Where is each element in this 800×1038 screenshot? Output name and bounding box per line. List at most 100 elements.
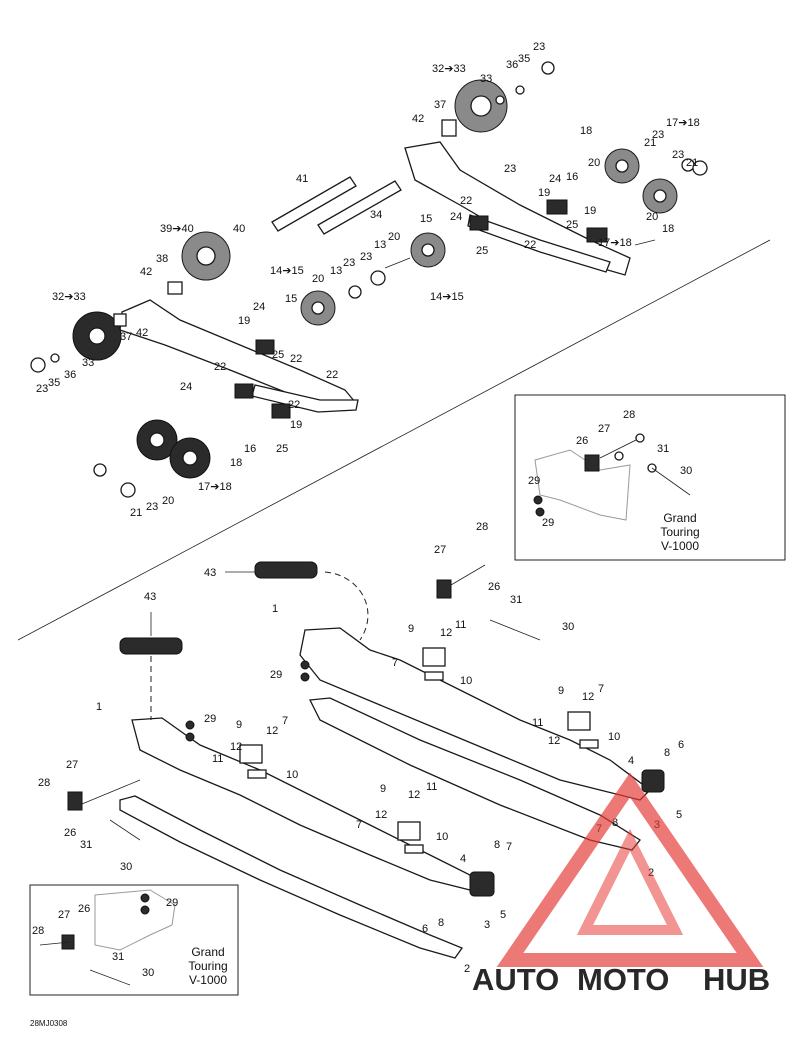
inset-grand-touring-bottom: 29 27 26 28 31 30 Grand Touring V-1000 bbox=[29, 884, 239, 996]
callout: 4 bbox=[460, 853, 466, 865]
callout: 29 bbox=[270, 669, 282, 681]
callout: 35 bbox=[518, 53, 530, 65]
callout: 17➔18 bbox=[598, 237, 632, 249]
callout: 26 bbox=[576, 435, 588, 447]
callout: 43 bbox=[144, 591, 156, 603]
callout: 4 bbox=[628, 755, 634, 767]
callout: 5 bbox=[676, 809, 682, 821]
callout: 22 bbox=[326, 369, 338, 381]
callout: 9 bbox=[408, 623, 414, 635]
callout: 42 bbox=[140, 266, 152, 278]
callout: 23 bbox=[36, 383, 48, 395]
callout: 38 bbox=[156, 253, 168, 265]
callout: 17➔18 bbox=[666, 117, 700, 129]
callout: 6 bbox=[422, 923, 428, 935]
callout: 10 bbox=[436, 831, 448, 843]
callout: 1 bbox=[272, 603, 278, 615]
callout: 34 bbox=[370, 209, 382, 221]
callout: 31 bbox=[80, 839, 92, 851]
callout: 18 bbox=[580, 125, 592, 137]
watermark-auto: AUTO bbox=[472, 962, 559, 997]
callout: 16 bbox=[244, 443, 256, 455]
watermark-moto: MOTO bbox=[577, 962, 669, 997]
callout: 31 bbox=[657, 443, 669, 455]
figure-code: 28MJ0308 bbox=[30, 1019, 68, 1028]
upper-callouts: 23 35 36 32➔33 33 37 42 41 34 39➔40 40 3… bbox=[36, 41, 700, 519]
callout: 11 bbox=[455, 619, 466, 631]
callout: 29 bbox=[528, 475, 540, 487]
callout: 21 bbox=[130, 507, 142, 519]
callout: 23 bbox=[360, 251, 372, 263]
callout: 25 bbox=[566, 219, 578, 231]
callout: 35 bbox=[48, 377, 60, 389]
callout: 23 bbox=[146, 501, 158, 513]
callout: 12 bbox=[440, 627, 452, 639]
callout: 18 bbox=[662, 223, 674, 235]
callout: 23 bbox=[533, 41, 545, 53]
watermark-hub: HUB bbox=[703, 962, 770, 997]
callout: 39➔40 bbox=[160, 223, 194, 235]
callout: 11 bbox=[532, 717, 543, 729]
callout: 30 bbox=[562, 621, 574, 633]
callout: 25 bbox=[476, 245, 488, 257]
callout: 36 bbox=[64, 369, 76, 381]
callout: 32➔33 bbox=[432, 63, 466, 75]
callout: 12 bbox=[582, 691, 594, 703]
callout: 17➔18 bbox=[198, 481, 232, 493]
callout: 26 bbox=[64, 827, 76, 839]
callout: 2 bbox=[464, 963, 470, 975]
callout: 25 bbox=[272, 349, 284, 361]
callout: 22 bbox=[460, 195, 472, 207]
callout: 24 bbox=[180, 381, 192, 393]
callout: 29 bbox=[166, 897, 178, 909]
callout: 22 bbox=[288, 399, 300, 411]
callout: 15 bbox=[420, 213, 432, 225]
callout: 11 bbox=[426, 781, 437, 793]
inset-title-line2: Touring bbox=[188, 959, 227, 973]
callout: 14➔15 bbox=[430, 291, 464, 303]
callout: 27 bbox=[598, 423, 610, 435]
callout: 9 bbox=[236, 719, 242, 731]
callout: 8 bbox=[664, 747, 670, 759]
callout: 31 bbox=[112, 951, 124, 963]
callout: 12 bbox=[548, 735, 560, 747]
callout: 7 bbox=[506, 841, 512, 853]
callout: 41 bbox=[296, 173, 308, 185]
callout: 11 bbox=[212, 753, 223, 765]
inset-grand-touring-top: 28 27 26 31 30 29 29 Grand Touring V-100… bbox=[514, 394, 786, 561]
section-divider bbox=[17, 239, 771, 641]
callout: 27 bbox=[58, 909, 70, 921]
callout: 12 bbox=[266, 725, 278, 737]
callout: 20 bbox=[162, 495, 174, 507]
callout: 24 bbox=[253, 301, 265, 313]
callout: 3 bbox=[484, 919, 490, 931]
callout: 30 bbox=[120, 861, 132, 873]
callout: 13 bbox=[330, 265, 342, 277]
callout: 20 bbox=[588, 157, 600, 169]
callout: 6 bbox=[678, 739, 684, 751]
callout: 30 bbox=[680, 465, 692, 477]
callout: 19 bbox=[584, 205, 596, 217]
lower-right-rail: 27 28 26 31 30 43 1 29 9 12 11 7 10 9 12… bbox=[204, 521, 684, 879]
callout: 9 bbox=[558, 685, 564, 697]
callout: 33 bbox=[480, 73, 492, 85]
inset-title-line1: Grand bbox=[191, 945, 224, 959]
callout: 9 bbox=[380, 783, 386, 795]
callout: 28 bbox=[476, 521, 488, 533]
callout: 12 bbox=[408, 789, 420, 801]
callout: 19 bbox=[290, 419, 302, 431]
callout: 19 bbox=[538, 187, 550, 199]
callout: 23 bbox=[504, 163, 516, 175]
callout: 19 bbox=[238, 315, 250, 327]
callout: 22 bbox=[214, 361, 226, 373]
watermark-triangle bbox=[496, 772, 764, 967]
callout: 1 bbox=[96, 701, 102, 713]
callout: 13 bbox=[374, 239, 386, 251]
callout: 28 bbox=[623, 409, 635, 421]
callout: 26 bbox=[78, 903, 90, 915]
callout: 29 bbox=[542, 517, 554, 529]
callout: 15 bbox=[285, 293, 297, 305]
callout: 42 bbox=[412, 113, 424, 125]
callout: 8 bbox=[438, 917, 444, 929]
